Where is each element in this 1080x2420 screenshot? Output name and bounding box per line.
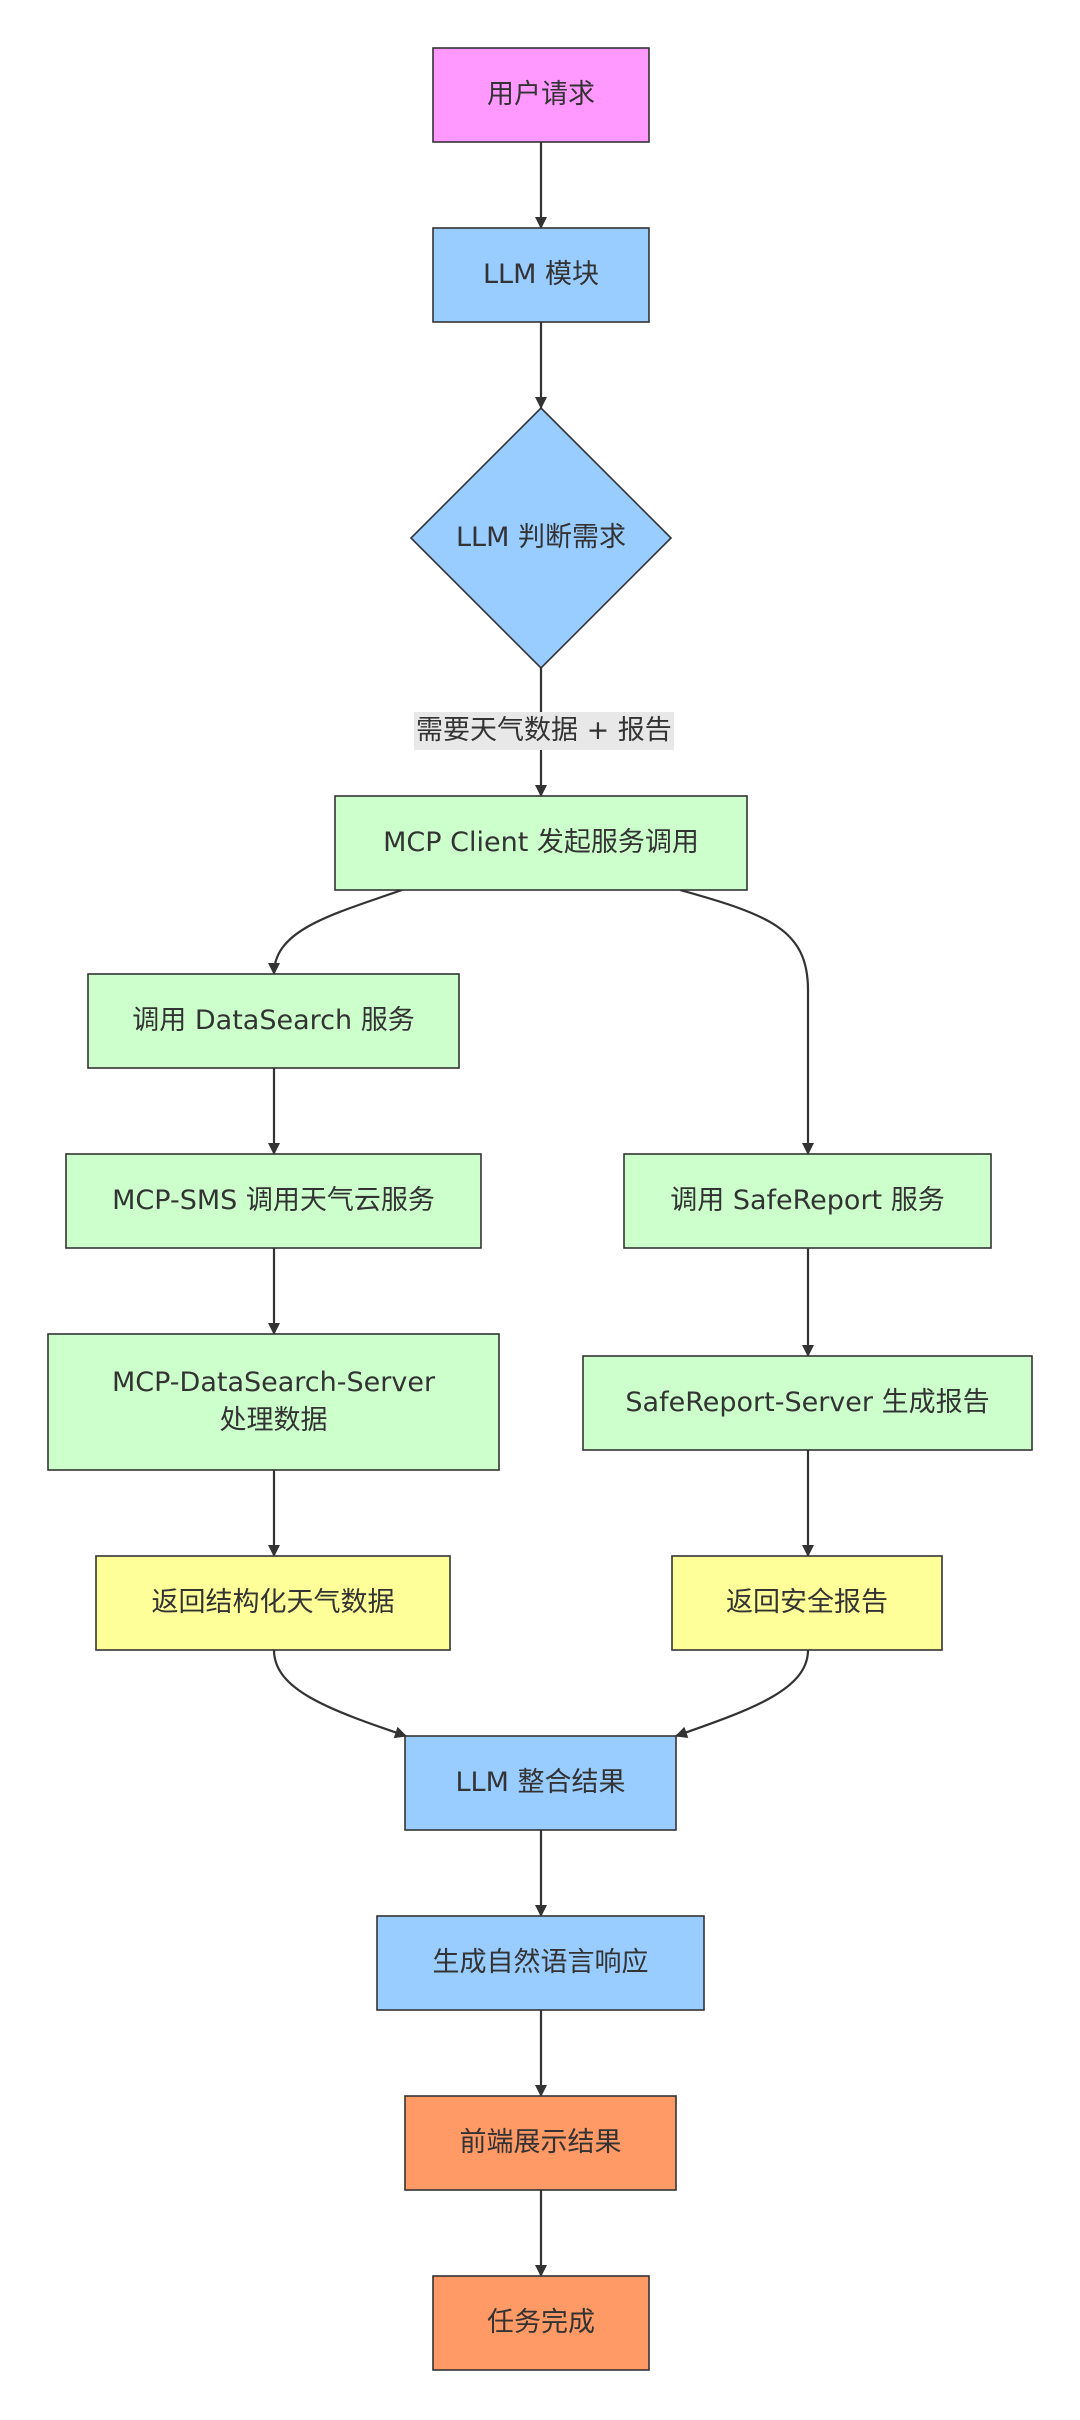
node-llm-integrate <box>404 1735 677 1831</box>
node-return-report <box>671 1555 943 1651</box>
label-llm-decide: LLM 判断需求 <box>456 522 626 553</box>
node-datasearch-server <box>47 1333 500 1471</box>
label-frontend-display: 前端展示结果 <box>459 2127 622 2158</box>
label-datasearch-server: MCP-DataSearch-Server 处理数据 <box>111 1367 436 1436</box>
node-task-complete <box>432 2275 650 2371</box>
edge-return-weather-to-llm-integrate <box>272 1649 407 1739</box>
node-frontend-display <box>404 2095 677 2191</box>
label-llm-integrate: LLM 整合结果 <box>455 1767 626 1798</box>
node-llm-decide <box>409 406 673 670</box>
label-call-datasearch: 调用 DataSearch 服务 <box>132 1005 415 1036</box>
edge-return-report-to-llm-integrate <box>675 1649 810 1739</box>
edge-label-needs-weather-and-report: 需要天气数据 + 报告 <box>414 712 674 750</box>
node-return-weather <box>95 1555 451 1651</box>
node-call-datasearch <box>87 973 460 1069</box>
label-call-safereport: 调用 SafeReport 服务 <box>670 1185 945 1216</box>
label-mcp-sms: MCP-SMS 调用天气云服务 <box>112 1185 435 1216</box>
label-return-weather: 返回结构化天气数据 <box>151 1587 395 1618</box>
label-return-report: 返回安全报告 <box>726 1587 888 1618</box>
label-safereport-server: SafeReport-Server 生成报告 <box>625 1387 990 1418</box>
node-safereport-server <box>582 1355 1033 1451</box>
node-user-request <box>432 47 650 143</box>
edge-mcp-client-to-call-datasearch <box>268 888 403 975</box>
node-mcp-sms <box>65 1153 482 1249</box>
edge-mcp-client-to-call-safereport <box>679 888 814 1155</box>
node-call-safereport <box>623 1153 992 1249</box>
node-llm-module <box>432 227 650 323</box>
label-mcp-client: MCP Client 发起服务调用 <box>383 827 699 858</box>
node-generate-response <box>376 1915 705 2011</box>
label-generate-response: 生成自然语言响应 <box>432 1947 649 1978</box>
label-llm-module: LLM 模块 <box>483 259 599 290</box>
label-user-request: 用户请求 <box>487 79 595 110</box>
node-mcp-client <box>334 795 748 891</box>
label-task-complete: 任务完成 <box>487 2307 595 2338</box>
